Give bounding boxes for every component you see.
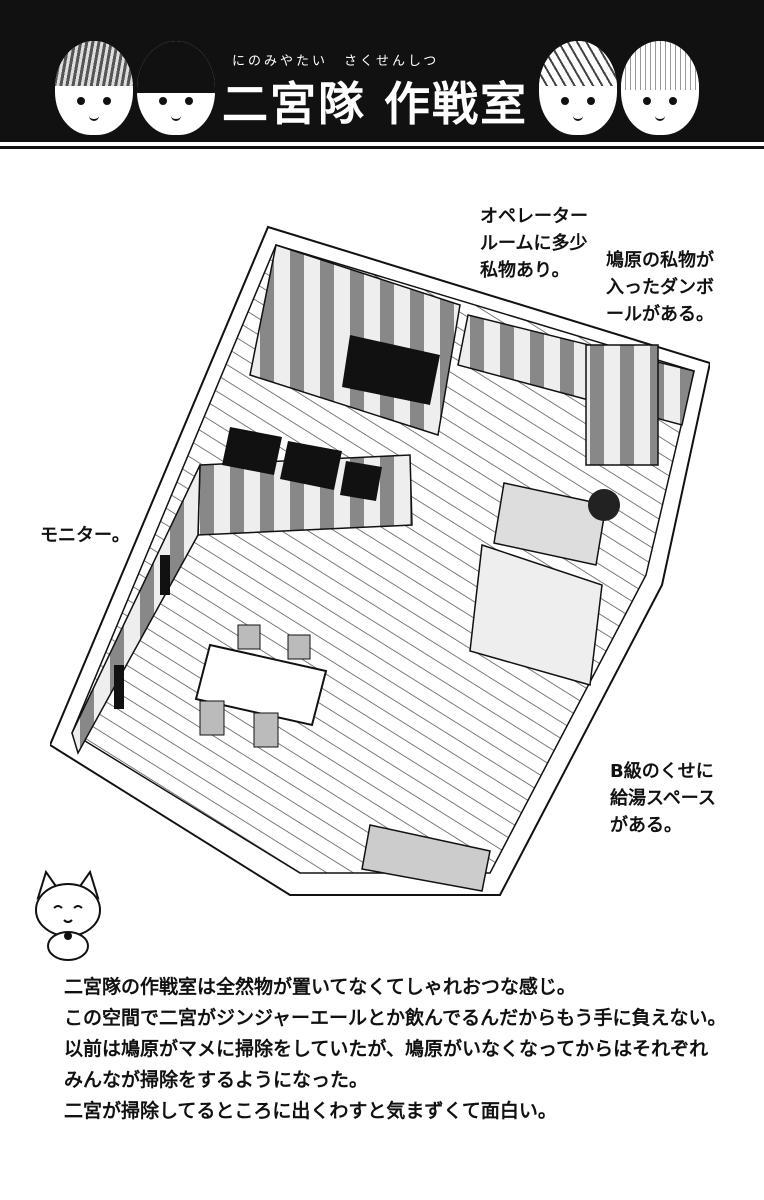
floor-plan-illustration <box>50 225 710 896</box>
note-kitchen-space: B級のくせに 給湯スペース がある。 <box>610 761 716 836</box>
avatar-inukai-icon <box>536 38 620 138</box>
header-banner: にのみやたい さくせんしつ 二宮隊 作戦室 <box>0 0 764 142</box>
avatar-ninomiya-icon <box>52 38 136 138</box>
body-line: 二宮隊の作戦室は全然物が置いてなくてしゃれおつな感じ。 <box>64 976 576 998</box>
note-monitor: モニター。 <box>40 525 130 546</box>
body-line: 以前は鳩原がマメに掃除をしていたが、鳩原がいなくなってからはそれぞれ <box>64 1038 709 1060</box>
note-operator-room: オペレーター ルームに多少 私物あり。 <box>480 206 588 281</box>
title-ruby: にのみやたい さくせんしつ <box>232 54 440 69</box>
body-line: 二宮が掃除してるところに出くわすと気まずくて面白い。 <box>64 1100 557 1122</box>
page-title: 二宮隊 作戦室 <box>222 77 529 131</box>
body-line: みんなが掃除をするようになった。 <box>64 1069 369 1091</box>
header-rule <box>0 146 764 149</box>
avatar-hiyami-icon <box>618 38 702 138</box>
body-text: 二宮隊の作戦室は全然物が置いてなくてしゃれおつな感じ。 この空間で二宮がジンジャ… <box>64 972 727 1127</box>
note-hatohara-boxes: 鳩原の私物が 入ったダンボ ールがある。 <box>606 250 714 325</box>
body-line: この空間で二宮がジンジャーエールとか飲んでるんだからもう手に負えない。 <box>64 1007 727 1029</box>
cat-mascot-icon <box>35 869 101 961</box>
avatar-tsuji-icon <box>134 38 218 138</box>
